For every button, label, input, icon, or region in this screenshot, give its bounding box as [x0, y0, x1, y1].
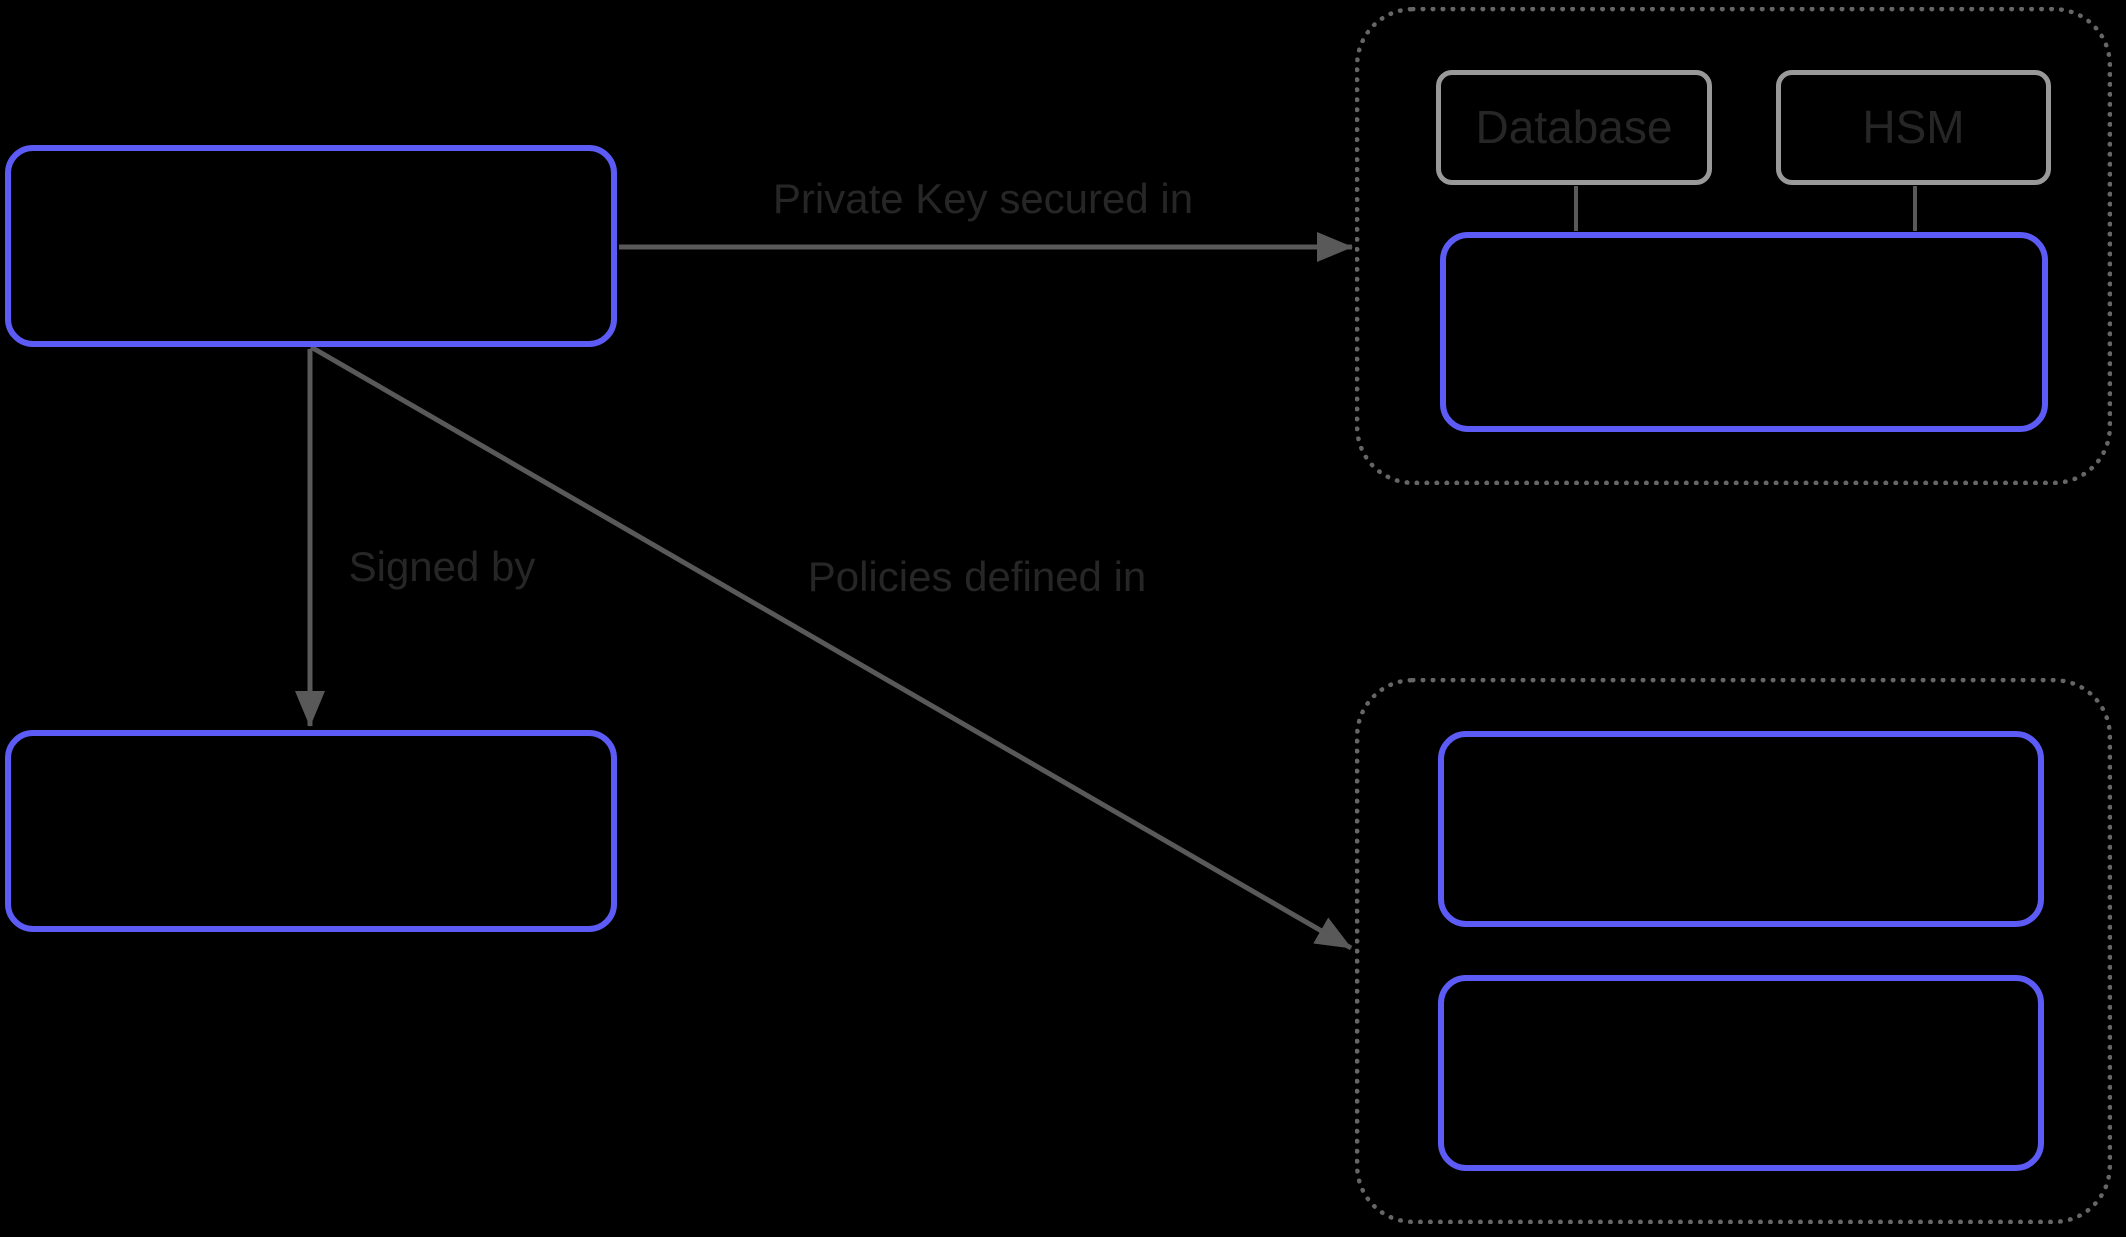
- node-key-storage: [1440, 232, 2048, 432]
- edge-label-signed-by: Signed by: [348, 542, 536, 590]
- node-policy-top: [1438, 731, 2044, 927]
- node-policy-bottom: [1438, 975, 2044, 1171]
- node-hsm-label: HSM: [1862, 100, 1965, 153]
- group-policies: [1355, 678, 2112, 1224]
- edge-label-private-key-secured-in: Private Key secured in: [772, 174, 1194, 222]
- node-database-label: Database: [1475, 100, 1673, 153]
- node-top-left: [5, 145, 617, 347]
- node-hsm: HSM: [1776, 70, 2051, 185]
- node-bottom-left: [5, 730, 617, 932]
- edge-label-policies-defined-in: Policies defined in: [807, 552, 1147, 600]
- group-key-storage: [1355, 7, 2112, 485]
- node-database: Database: [1436, 70, 1712, 185]
